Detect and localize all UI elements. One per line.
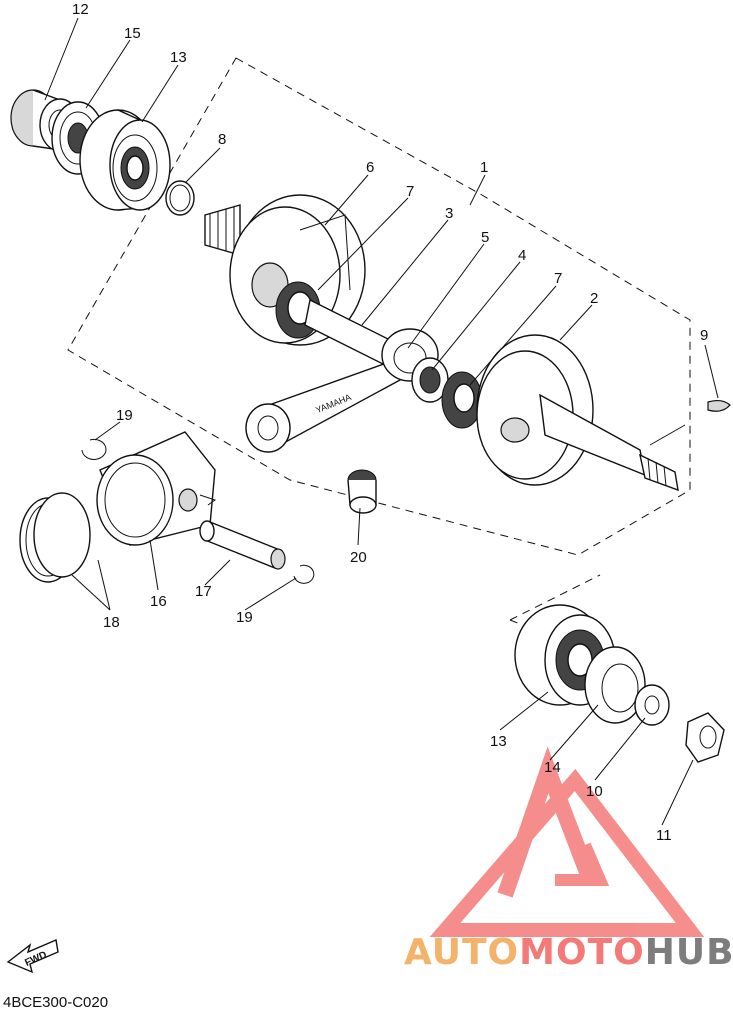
callout-13-upper: 13 xyxy=(170,49,187,66)
callout-18: 18 xyxy=(103,614,120,631)
callout-20: 20 xyxy=(350,549,367,566)
callout-3: 3 xyxy=(445,205,453,222)
callout-19-top: 19 xyxy=(116,407,133,424)
callout-17: 17 xyxy=(195,583,212,600)
fwd-arrow: FWD xyxy=(6,939,59,974)
callout-8: 8 xyxy=(218,131,226,148)
callout-15: 15 xyxy=(124,25,141,42)
circlip-19a xyxy=(81,438,107,460)
bearing-20 xyxy=(347,469,377,514)
woodruff-key-9 xyxy=(707,399,731,412)
circlip-19b xyxy=(293,564,315,584)
diagram-code: 4BCE300-C020 xyxy=(3,994,108,1011)
watermark-moto: MOTO xyxy=(519,932,645,973)
piston-16 xyxy=(96,431,217,546)
piston-rings-18 xyxy=(19,492,91,583)
callout-7-left: 7 xyxy=(406,183,414,200)
washer-7b xyxy=(441,371,483,429)
washer-10 xyxy=(634,684,670,726)
callout-10: 10 xyxy=(586,783,603,800)
piston-pin-17 xyxy=(199,520,286,570)
callout-labels: 12 15 13 8 6 1 7 3 5 4 7 2 9 19 16 17 19… xyxy=(72,1,708,844)
callout-2: 2 xyxy=(590,290,598,307)
watermark-text: AUTOMOTOHUB xyxy=(404,932,733,973)
nut-11 xyxy=(685,712,725,763)
bearing-5 xyxy=(411,357,449,403)
crank-right-2 xyxy=(476,334,679,492)
callout-14: 14 xyxy=(544,759,561,776)
bearing-13-lower xyxy=(514,604,616,706)
callout-1: 1 xyxy=(480,159,488,176)
bearing-group-outline xyxy=(509,574,601,631)
callout-7-right: 7 xyxy=(554,270,562,287)
watermark-logo xyxy=(429,746,705,937)
watermark-hub: HUB xyxy=(645,932,733,973)
callout-9: 9 xyxy=(700,327,708,344)
callout-11: 11 xyxy=(656,827,672,844)
leader-lines xyxy=(44,17,719,826)
assembly-outline xyxy=(67,57,691,556)
callout-16: 16 xyxy=(150,593,167,610)
callout-5: 5 xyxy=(481,229,489,246)
bearing-13-upper xyxy=(79,109,171,211)
callout-4: 4 xyxy=(518,247,526,264)
callout-13-lower: 13 xyxy=(490,733,507,750)
svg-text:AUTOMOTOHUB: AUTOMOTOHUB xyxy=(404,932,733,973)
callout-19-bottom: 19 xyxy=(236,609,253,626)
callout-6: 6 xyxy=(366,159,374,176)
watermark-auto: AUTO xyxy=(404,932,519,973)
connecting-rod: YAMAHA xyxy=(245,328,439,453)
oil-seal-14 xyxy=(584,646,646,724)
callout-12: 12 xyxy=(72,1,89,18)
